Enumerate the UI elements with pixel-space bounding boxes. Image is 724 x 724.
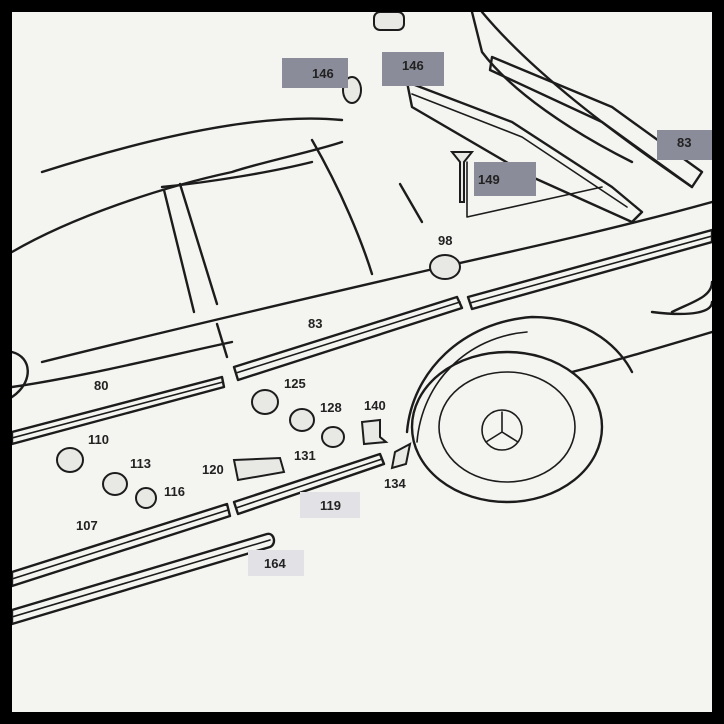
- callout-83-corner: 83: [677, 135, 691, 150]
- taillight-edge: [670, 280, 712, 314]
- callout-80: 80: [94, 378, 108, 393]
- clip-98: [429, 254, 461, 280]
- car-body-outline: [12, 12, 712, 443]
- rear-wheel: [410, 350, 604, 504]
- rear-trim-corner: [488, 55, 704, 189]
- callout-110: 110: [88, 432, 109, 447]
- clip-113: [102, 472, 128, 496]
- rear-fender-top: [440, 200, 712, 269]
- trim-strip-83: [232, 295, 464, 382]
- door-pillar-a: [162, 188, 196, 314]
- rim: [438, 371, 576, 483]
- trunk-line: [480, 12, 694, 189]
- rear-trim-146: [405, 80, 644, 224]
- callout-box-149: [474, 162, 536, 196]
- roof-edge: [12, 140, 344, 254]
- clip-110: [56, 447, 84, 473]
- car-body-trim-diagram: 146 146 149 83 98 83 80 125 128 140 110 …: [12, 12, 712, 626]
- callout-120: 120: [202, 462, 224, 477]
- callout-125: 125: [284, 376, 306, 391]
- clip-125: [251, 389, 279, 415]
- callout-149: 149: [478, 172, 500, 187]
- door-pillar-b: [178, 182, 219, 306]
- star-emblem: [485, 411, 519, 443]
- clip-128: [321, 426, 345, 448]
- belt-line: [40, 265, 444, 364]
- trim-strip-119: [232, 452, 386, 516]
- rear-trim-146-inner: [411, 93, 628, 208]
- tire: [410, 350, 604, 504]
- callouts: 146 146 149 83 98 83 80 125 128 140 110 …: [76, 52, 712, 576]
- callout-box-83-corner: [657, 130, 712, 160]
- rear-window-edge: [398, 182, 424, 224]
- callout-140: 140: [364, 398, 386, 413]
- callout-134: 134: [384, 476, 406, 491]
- trim-strip-rear-inner: [469, 235, 712, 304]
- wheel-arch: [405, 315, 634, 434]
- trim-strip-83-inner: [235, 301, 461, 374]
- callout-146-top: 146: [312, 66, 334, 81]
- front-bumper: [12, 350, 29, 399]
- callout-113: 113: [130, 456, 151, 471]
- trim-strip-164-inner: [12, 539, 271, 618]
- callout-128: 128: [320, 400, 342, 415]
- fasteners: [56, 12, 475, 509]
- clip-top-left: [373, 12, 405, 31]
- clip-134: [390, 442, 412, 470]
- callout-119: 119: [320, 498, 341, 513]
- trim-strip-80-inner: [12, 381, 224, 439]
- clip-128-a: [289, 408, 315, 432]
- trunk-lid: [470, 12, 634, 164]
- rocker-panel: [12, 340, 234, 389]
- trim-strip-rear: [466, 228, 712, 311]
- clip-120: [232, 456, 286, 482]
- bracket-line: [466, 161, 603, 218]
- trim-strip-119-inner: [235, 458, 383, 509]
- callout-83: 83: [308, 316, 322, 331]
- parts-diagram-sheet: 146 146 149 83 98 83 80 125 128 140 110 …: [12, 12, 712, 712]
- trim-strip-107: [12, 502, 232, 588]
- screw-149: [449, 151, 475, 203]
- callout-146-right: 146: [402, 58, 424, 73]
- wheel-arch-inner: [416, 331, 528, 443]
- callout-box-164: [248, 550, 304, 576]
- callout-164: 164: [264, 556, 286, 571]
- rear-panel: [650, 300, 712, 316]
- door-seam: [215, 322, 229, 359]
- trim-strip-107-inner: [12, 509, 229, 580]
- trim-strip-80: [12, 375, 226, 446]
- rear-pillar: [310, 138, 374, 276]
- trim-strips: [12, 55, 712, 626]
- callout-box-146-top: [282, 58, 348, 88]
- callout-box-146-right: [382, 52, 444, 86]
- hubcap: [481, 409, 523, 451]
- callout-131: 131: [294, 448, 316, 463]
- clip-140: [360, 418, 389, 446]
- callout-116: 116: [164, 484, 185, 499]
- roof-line: [40, 117, 344, 174]
- callout-98: 98: [438, 233, 452, 248]
- clip-116: [135, 487, 157, 509]
- trim-strip-164: [12, 532, 276, 626]
- callout-box-119: [300, 492, 360, 518]
- rear-quarter: [570, 330, 712, 374]
- callout-107: 107: [76, 518, 98, 533]
